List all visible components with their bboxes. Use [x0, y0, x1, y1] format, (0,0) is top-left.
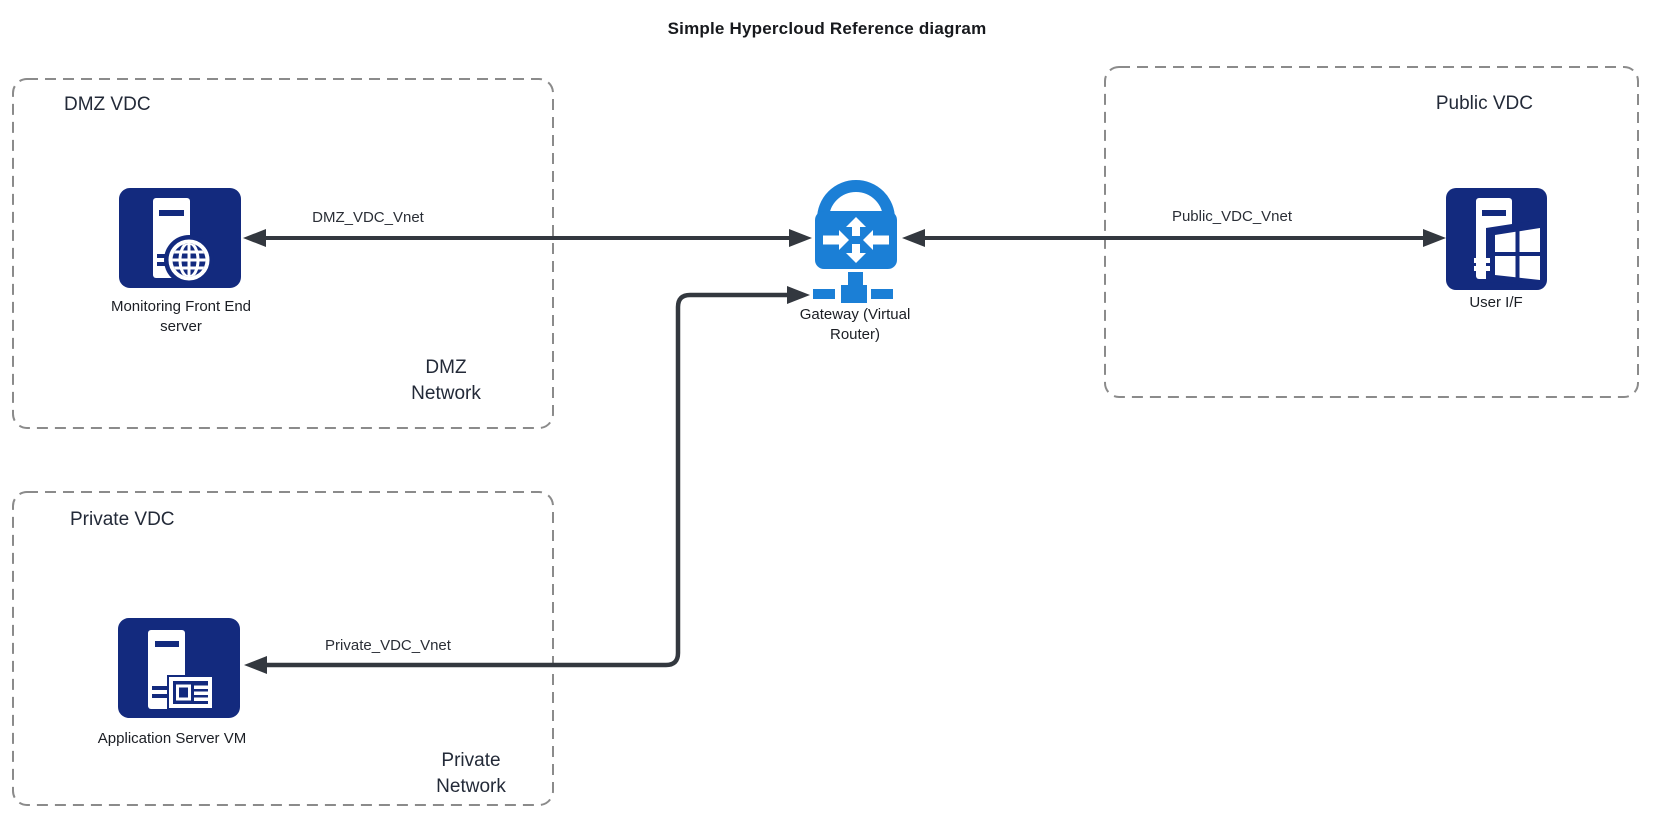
arrowhead-left: [244, 656, 267, 674]
public-vnet-arrow: [902, 229, 1446, 247]
monitoring-server-label: Monitoring Front End server: [110, 298, 252, 335]
arrowhead-right: [1423, 229, 1446, 247]
app-server-vm-icon: [118, 618, 240, 718]
monitoring-server-icon: [119, 188, 241, 288]
arrowhead-right: [787, 286, 810, 304]
private-zone-title: Private VDC: [70, 509, 175, 530]
dmz-network-label: DMZ Network: [411, 357, 481, 404]
padlock-shackle: [817, 180, 895, 220]
arrowhead-right: [789, 229, 812, 247]
dmz-zone-title: DMZ VDC: [64, 94, 151, 115]
routing-arrows: [823, 217, 889, 263]
app-server-vm-label: Application Server VM: [97, 730, 247, 747]
windows-flag-icon: [1495, 228, 1540, 280]
private-vnet-connector: [244, 286, 810, 674]
gateway-icon: [813, 180, 897, 303]
user-if-icon: [1446, 188, 1547, 290]
network-stem: [848, 272, 863, 285]
private-network-label: Private Network: [436, 750, 506, 797]
dmz-vnet-label: DMZ_VDC_Vnet: [312, 209, 424, 226]
public-vnet-label: Public_VDC_Vnet: [1171, 208, 1293, 225]
public-zone-box: [1104, 66, 1639, 398]
dmz-zone-box: [12, 78, 554, 429]
gateway-label: Gateway (Virtual Router): [799, 306, 911, 343]
private-zone-box: [12, 491, 554, 806]
arrowhead-left: [243, 229, 266, 247]
private-vnet-label: Private_VDC_Vnet: [325, 637, 451, 654]
network-bar: [813, 285, 893, 303]
diagram-title: Simple Hypercloud Reference diagram: [667, 19, 987, 38]
padlock-body: [815, 211, 897, 269]
public-zone-title: Public VDC: [1435, 93, 1533, 114]
dmz-vnet-arrow: [243, 229, 812, 247]
user-if-label: User I/F: [1469, 294, 1523, 311]
arrowhead-left: [902, 229, 925, 247]
